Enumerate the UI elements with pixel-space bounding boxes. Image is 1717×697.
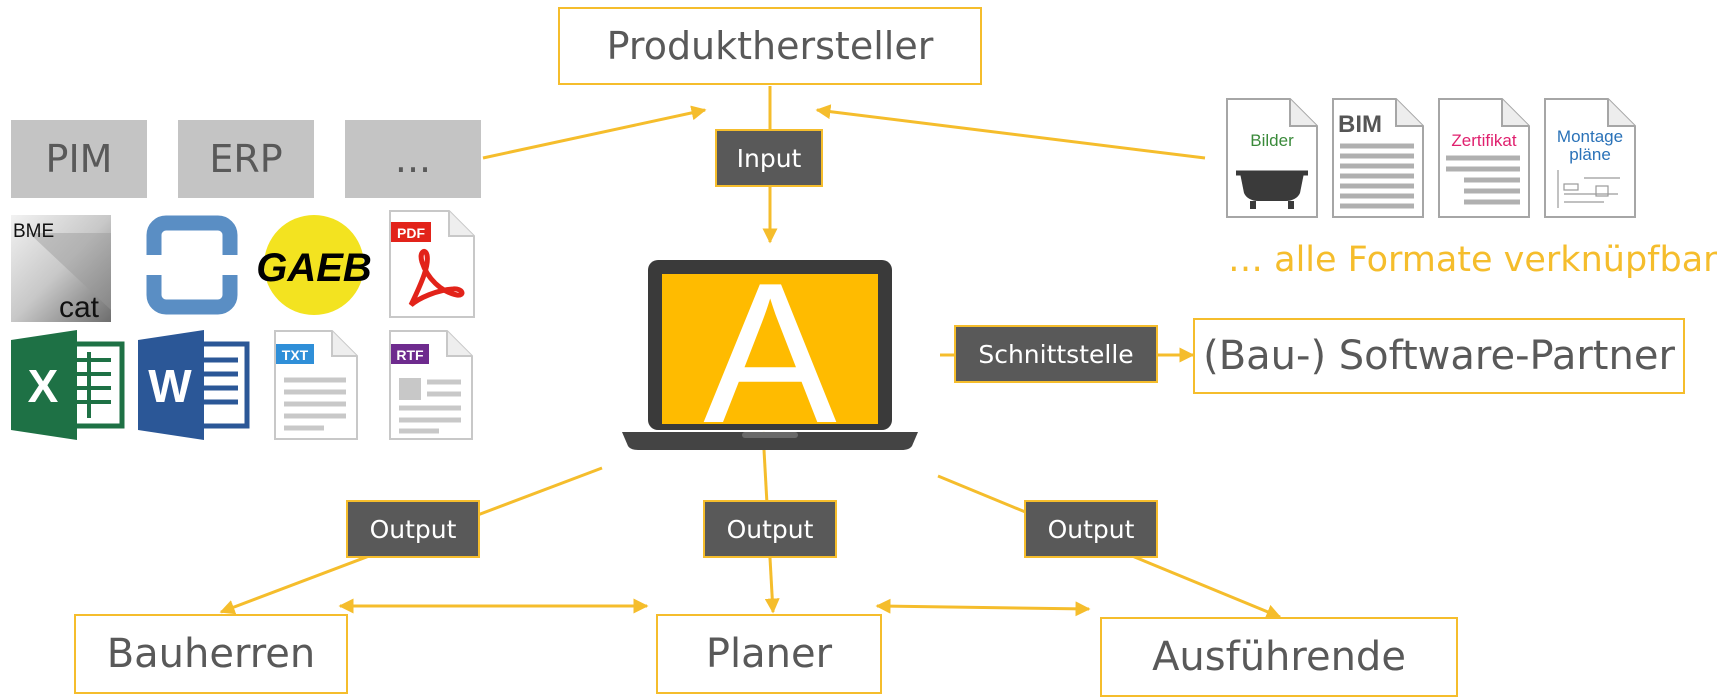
word-letter: W xyxy=(148,360,192,412)
edge-sources-to-producer xyxy=(482,105,707,160)
image-doc-label: Bilder xyxy=(1250,131,1294,150)
bim-doc-icon: BIM xyxy=(1332,98,1424,218)
label-interface: Schnittstelle xyxy=(954,325,1158,383)
formats-note: … alle Formate verknüpfbar xyxy=(1228,240,1717,280)
label-output-center: Output xyxy=(703,500,837,558)
pdf-label: PDF xyxy=(397,225,425,241)
txt-label: TXT xyxy=(282,347,309,363)
image-doc-icon: Bilder xyxy=(1226,98,1318,218)
word-icon: W xyxy=(138,330,250,440)
certificate-doc-label: Zertifikat xyxy=(1451,131,1516,150)
gaeb-icon: GAEB xyxy=(256,215,372,315)
bmecat-icon: BME cat xyxy=(11,215,111,322)
bim-doc-label: BIM xyxy=(1338,111,1382,138)
bmecat-top-text: BME xyxy=(13,221,54,242)
laptop-letter: A xyxy=(703,260,837,450)
node-executor: Ausführende xyxy=(1100,617,1458,697)
source-pim: PIM xyxy=(11,120,147,198)
node-planner: Planer xyxy=(656,614,882,694)
label-input: Input xyxy=(715,129,823,187)
pdf-file-icon: PDF xyxy=(389,210,475,318)
certificate-doc-icon: Zertifikat xyxy=(1438,98,1530,218)
rtf-label: RTF xyxy=(396,347,424,363)
excel-letter: X xyxy=(28,360,59,412)
assembly-doc-label-bottom: pläne xyxy=(1569,145,1611,164)
node-client: Bauherren xyxy=(74,614,348,694)
label-output-right: Output xyxy=(1024,500,1158,558)
node-producer: Produkthersteller xyxy=(558,7,982,85)
rtf-file-icon: RTF xyxy=(389,330,473,440)
laptop-icon: A xyxy=(622,260,918,450)
excel-icon: X xyxy=(11,330,125,440)
source-more: ... xyxy=(345,120,481,198)
edge-planner-executor xyxy=(875,598,1091,617)
assembly-doc-label-top: Montage xyxy=(1557,127,1623,146)
bmecat-bottom-text: cat xyxy=(59,291,100,322)
edge-documents-to-producer xyxy=(815,104,1206,160)
assembly-plan-doc-icon: Montage pläne xyxy=(1544,98,1636,218)
gaeb-text: GAEB xyxy=(256,246,372,290)
label-output-left: Output xyxy=(346,500,480,558)
node-software-partner: (Bau-) Software-Partner xyxy=(1193,318,1685,394)
source-erp: ERP xyxy=(178,120,314,198)
txt-file-icon: TXT xyxy=(274,330,358,440)
bracket-app-icon xyxy=(146,215,238,315)
